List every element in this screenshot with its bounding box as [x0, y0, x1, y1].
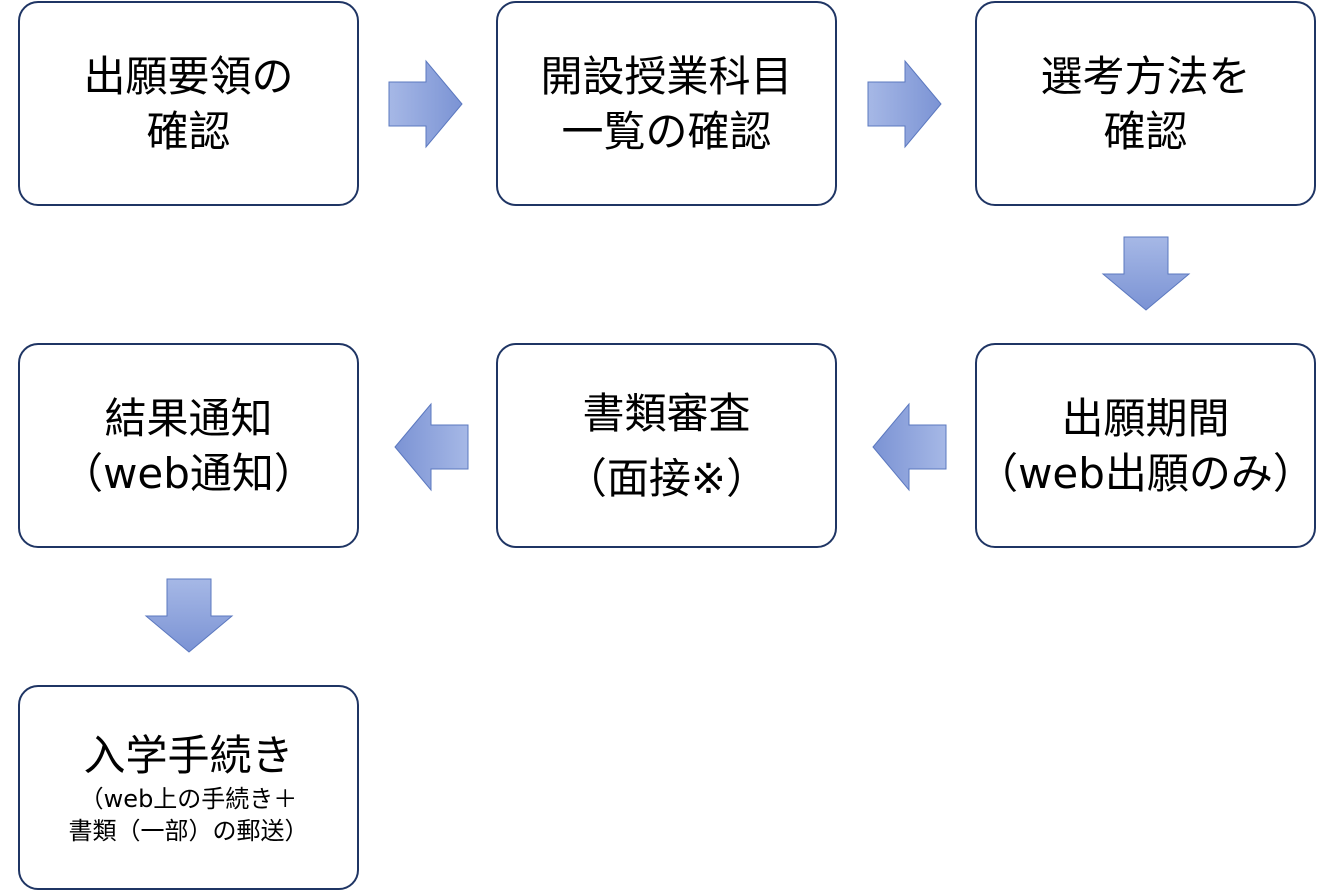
- step-box-selection-method: 選考方法を 確認: [975, 1, 1316, 206]
- step-box-application-period: 出願期間 （web出願のみ）: [975, 343, 1316, 548]
- step-5-line-2: （面接※）: [564, 453, 769, 503]
- step-3-line-2: 確認: [1103, 106, 1188, 156]
- arrow-left-icon: [872, 402, 947, 492]
- step-6-line-1: 結果通知: [104, 393, 273, 443]
- step-4-line-2: （web出願のみ）: [976, 448, 1315, 498]
- arrow-down-icon: [144, 578, 234, 653]
- arrow-left-icon: [394, 402, 469, 492]
- arrow-right-icon: [388, 59, 463, 149]
- step-3-line-1: 選考方法を: [1040, 51, 1251, 101]
- step-box-course-list: 開設授業科目 一覧の確認: [496, 1, 837, 206]
- step-box-document-screening: 書類審査 （面接※）: [496, 343, 837, 548]
- step-7-line-2: （web上の手続き＋: [79, 785, 298, 813]
- step-5-line-1: 書類審査: [582, 388, 751, 438]
- step-7-line-1: 入学手続き: [83, 731, 294, 780]
- step-6-line-2: （web通知）: [61, 448, 316, 498]
- step-box-application-guidelines: 出願要領の 確認: [18, 1, 359, 206]
- step-1-line-2: 確認: [146, 106, 231, 156]
- arrow-down-icon: [1101, 236, 1191, 311]
- step-2-line-1: 開設授業科目: [540, 51, 793, 101]
- step-7-line-3: 書類（一部）の郵送）: [68, 817, 309, 845]
- step-box-enrollment-procedure: 入学手続き （web上の手続き＋ 書類（一部）の郵送）: [18, 685, 359, 890]
- step-1-line-1: 出願要領の: [83, 51, 294, 101]
- step-2-line-2: 一覧の確認: [561, 106, 772, 156]
- step-box-result-notification: 結果通知 （web通知）: [18, 343, 359, 548]
- arrow-right-icon: [867, 59, 942, 149]
- step-4-line-1: 出願期間: [1061, 393, 1230, 443]
